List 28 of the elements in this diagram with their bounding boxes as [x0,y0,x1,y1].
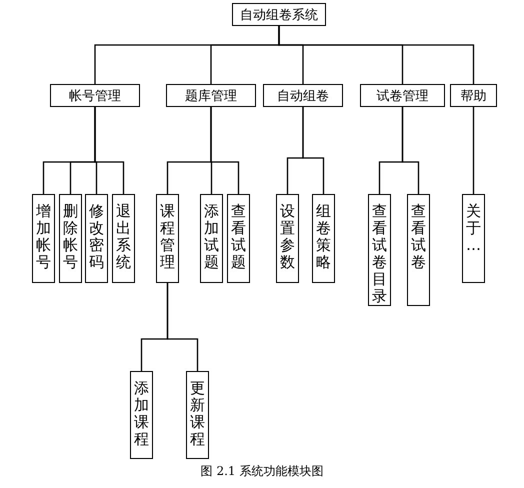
function-box: 关于… [462,194,485,283]
function-box: 添加课程 [130,371,153,459]
connector-line [278,26,474,84]
function-box: 设置参数 [276,194,299,283]
connector-line [472,107,474,194]
function-box: 增加帐号 [32,194,55,283]
connector-line [210,107,240,194]
root-box: 自动组卷系统 [232,3,326,26]
function-box: 查看试卷 [407,194,430,306]
module-box: 试卷管理 [360,84,445,107]
function-box: 查看试题 [227,194,250,283]
module-box: 帐号管理 [50,84,140,107]
function-box: 添加试题 [200,194,223,283]
connector-line [302,107,324,194]
function-box: 退出系统 [112,194,135,283]
module-box: 帮助 [450,84,497,107]
module-box: 自动组卷 [263,84,343,107]
function-box: 删除帐号 [59,194,82,283]
function-box: 课程管理 [156,194,179,283]
connector-line [94,107,124,194]
connector-line [402,107,420,194]
connector-line [166,283,198,371]
function-box: 修改密码 [85,194,108,283]
function-box: 更新课程 [186,371,209,459]
function-box: 组卷策略 [312,194,335,283]
function-box: 查看试卷目录 [368,194,391,306]
module-box: 题库管理 [166,84,256,107]
figure-caption: 图 2.1 系统功能模块图 [200,463,324,480]
